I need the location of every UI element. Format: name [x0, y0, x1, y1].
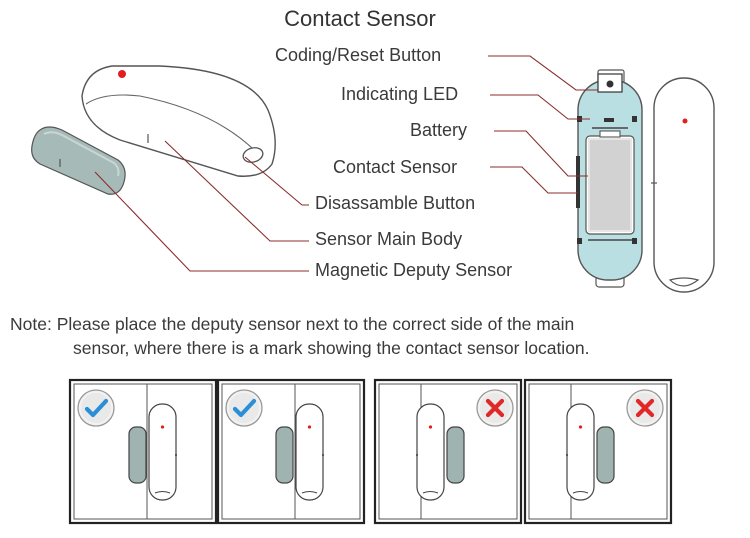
leader-lines-right — [488, 55, 598, 194]
cross-icon — [476, 389, 514, 427]
label-contact-sensor: Contact Sensor — [333, 157, 458, 177]
check-icon — [77, 389, 115, 427]
note-line-1: Note: Please place the deputy sensor nex… — [10, 314, 575, 334]
check-icon — [225, 389, 263, 427]
label-sensor-main-body: Sensor Main Body — [315, 229, 463, 249]
cross-icon — [626, 389, 664, 427]
placement-panels — [68, 378, 673, 525]
leader-lines-left — [94, 140, 309, 272]
label-indicating-led: Indicating LED — [341, 84, 459, 104]
main-sensor-mark — [148, 403, 177, 501]
placement-panel-2 — [216, 378, 366, 525]
placement-panel-1 — [68, 378, 218, 525]
label-coding-reset-button: Coding/Reset Button — [275, 45, 442, 65]
main-sensor-mark — [416, 403, 445, 501]
main-sensor-mark — [566, 403, 595, 501]
note-line-2: sensor, where there is a mark showing th… — [73, 338, 590, 358]
label-disassemble-button: Disassamble Button — [315, 193, 476, 213]
label-battery: Battery — [410, 120, 468, 140]
deputy-sensor-mark — [446, 426, 465, 484]
deputy-sensor-mark — [128, 426, 147, 484]
deputy-sensor-mark — [275, 426, 294, 484]
label-magnetic-deputy-sensor: Magnetic Deputy Sensor — [315, 260, 513, 280]
placement-panel-4 — [523, 378, 673, 525]
placement-panel-3 — [373, 378, 523, 525]
diagram-title: Contact Sensor — [284, 6, 436, 31]
deputy-sensor-3d — [31, 126, 126, 195]
open-sensor-internal — [576, 69, 643, 288]
main-sensor-mark — [295, 403, 324, 501]
note: Note: Please place the deputy sensor nex… — [10, 312, 590, 360]
deputy-sensor-mark — [596, 426, 615, 484]
main-body-3d — [81, 65, 276, 177]
closed-sensor-front — [651, 77, 715, 293]
